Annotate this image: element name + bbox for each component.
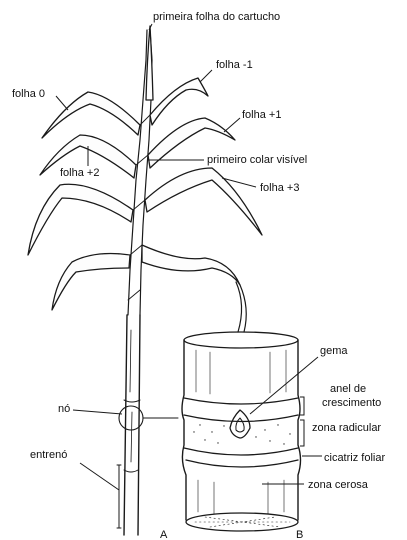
stalk-shading: [130, 330, 132, 462]
pointer-leaf-0: [56, 96, 68, 110]
bud-icon: [230, 410, 250, 438]
bud-inner: [236, 418, 244, 432]
label-leaf-0: folha 0: [12, 88, 45, 100]
label-leaf-plus2: folha +2: [60, 167, 99, 179]
label-growth-ring-1: anel de: [330, 383, 366, 395]
leaf-0: [42, 92, 140, 138]
label-leaf-plus1: folha +1: [242, 109, 281, 121]
label-bud: gema: [320, 345, 348, 357]
pointer-node: [73, 410, 122, 414]
segment-top: [184, 332, 298, 348]
leaf-lower-left-1: [28, 184, 133, 255]
label-growth-ring-2: crescimento: [322, 397, 381, 409]
label-first-collar: primeiro colar visível: [207, 154, 307, 166]
segment-bottom-texture: [195, 517, 290, 527]
label-leaf-minus1: folha -1: [216, 59, 253, 71]
label-leaf-plus3: folha +3: [260, 182, 299, 194]
label-panel-b: B: [296, 529, 303, 540]
pointer-root-zone: [300, 420, 304, 446]
segment-sides: [182, 340, 301, 520]
stalk-segment: [182, 332, 301, 531]
leaf-scar-lines: [184, 448, 298, 467]
stalk-nodes: [124, 400, 140, 472]
label-wax-zone: zona cerosa: [308, 479, 369, 491]
segment-stipple: [193, 424, 290, 444]
label-node: nó: [58, 403, 70, 415]
leaf-plus3: [145, 168, 262, 235]
pointer-leaf-plus1: [224, 118, 240, 132]
label-spindle-leaf: primeira folha do cartucho: [153, 11, 280, 23]
growth-ring-lines: [184, 398, 298, 422]
label-root-zone: zona radicular: [312, 422, 381, 434]
label-internode: entrenó: [30, 449, 67, 461]
label-leaf-scar: cicatriz foliar: [324, 452, 385, 464]
leaf-minus1: [150, 78, 208, 125]
pointer-bud: [250, 357, 318, 414]
leaf-lower-right: [142, 245, 240, 285]
pointer-leaf-minus1: [200, 70, 212, 82]
internode-bracket: [117, 465, 121, 528]
leaf-lower-left-2: [52, 254, 130, 310]
leaf-tip-to-segment: [236, 282, 246, 332]
label-panel-a: A: [160, 529, 168, 540]
pointer-internode: [80, 463, 119, 490]
